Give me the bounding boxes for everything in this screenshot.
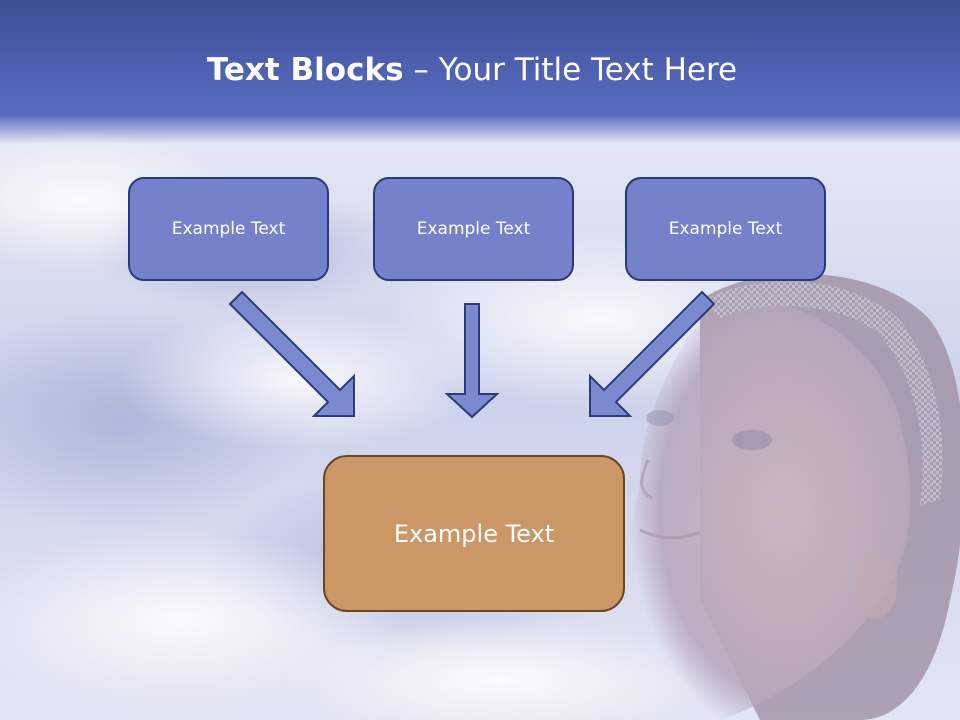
title-rest: Your Title Text Here <box>438 52 738 88</box>
text-block-center[interactable]: Example Text <box>373 177 574 281</box>
arrow-diagonal-right-down <box>228 290 355 417</box>
slide-title: Text Blocks – Your Title Text Here <box>0 52 944 88</box>
title-dash: – <box>413 52 429 88</box>
text-block-right[interactable]: Example Text <box>625 177 826 281</box>
text-block-right-label: Example Text <box>668 219 783 239</box>
text-block-bottom-label: Example Text <box>393 519 555 548</box>
title-bold-part: Text Blocks <box>206 52 404 88</box>
arrow-down <box>444 303 500 419</box>
text-block-left-label: Example Text <box>171 219 286 239</box>
text-block-bottom[interactable]: Example Text <box>323 455 625 612</box>
text-block-left[interactable]: Example Text <box>128 177 329 281</box>
arrow-diagonal-left-down <box>589 290 716 417</box>
text-block-center-label: Example Text <box>416 219 531 239</box>
